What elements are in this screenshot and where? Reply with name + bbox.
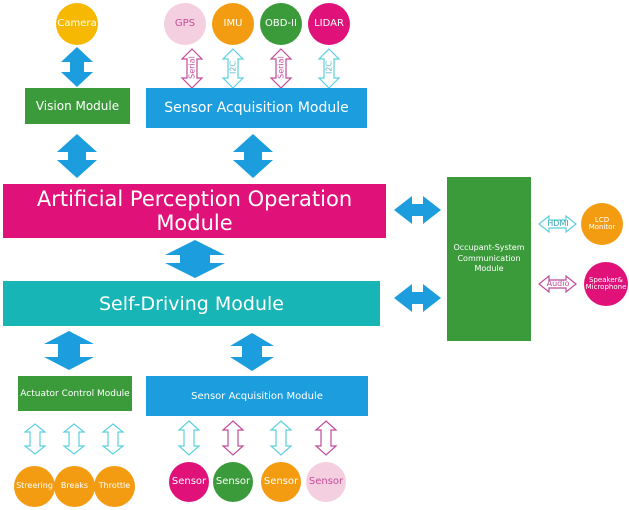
lidar-node: LIDAR: [308, 3, 350, 45]
arrow-selfdriving-occupant: [394, 284, 441, 312]
label-hdmi: HDMI: [547, 219, 569, 228]
sensor-node-1: Sensor: [169, 462, 209, 502]
arrow-sensor-2: [221, 420, 245, 456]
breaks-node: Breaks: [54, 466, 95, 507]
self-driving-module: Self-Driving Module: [3, 281, 380, 326]
speaker-microphone-node: Speaker& Microphone: [584, 262, 628, 306]
arrow-throttle: [101, 423, 125, 455]
vision-module: Vision Module: [25, 88, 130, 124]
outline-arrows: [23, 48, 577, 456]
arrow-vision-perception: [57, 134, 97, 178]
occupant-communication-module: Occupant-System Communication Module: [447, 177, 531, 341]
arrow-camera-vision: [61, 47, 93, 87]
arrow-sensor-3: [269, 420, 293, 456]
throttle-node: Throttle: [94, 466, 135, 507]
arrow-sensor-4: [314, 420, 338, 456]
obd-node: OBD-II: [260, 3, 302, 45]
arrow-breaks: [62, 423, 86, 455]
arrow-audio: [538, 274, 577, 294]
sensor-acquisition-module-bottom: Sensor Acquisition Module: [146, 376, 368, 416]
arrow-steering: [23, 423, 47, 455]
arrow-sensor-1: [177, 420, 201, 456]
imu-node: IMU: [212, 3, 254, 45]
arrow-selfdriving-sensoracq: [230, 333, 274, 371]
arrow-selfdriving-actuator: [44, 331, 94, 370]
label-obd-serial: Serial: [276, 56, 286, 79]
label-gps-serial: Serial: [187, 56, 197, 79]
arrow-sensoracq-perception: [233, 134, 273, 178]
arrow-hdmi: [538, 214, 577, 234]
lcd-monitor-node: LCD Monitor: [581, 203, 623, 245]
sensor-node-4: Sensor: [306, 462, 346, 502]
label-audio: Audio: [546, 279, 570, 288]
solid-arrows: [44, 47, 441, 371]
arrow-perception-occupant: [394, 196, 441, 224]
gps-node: GPS: [164, 3, 206, 45]
arrow-perception-selfdriving: [165, 240, 225, 278]
label-lidar-i2c: I2C: [324, 60, 334, 75]
sensor-node-3: Sensor: [261, 462, 301, 502]
label-imu-i2c: I2C: [228, 60, 238, 75]
sensor-acquisition-module-top: Sensor Acquisition Module: [146, 88, 367, 128]
actuator-control-module: Actuator Control Module: [18, 376, 132, 411]
perception-module: Artificial Perception Operation Module: [3, 184, 386, 238]
camera-node: Camera: [56, 3, 98, 45]
steering-node: Streering: [14, 466, 55, 507]
sensor-node-2: Sensor: [213, 462, 253, 502]
